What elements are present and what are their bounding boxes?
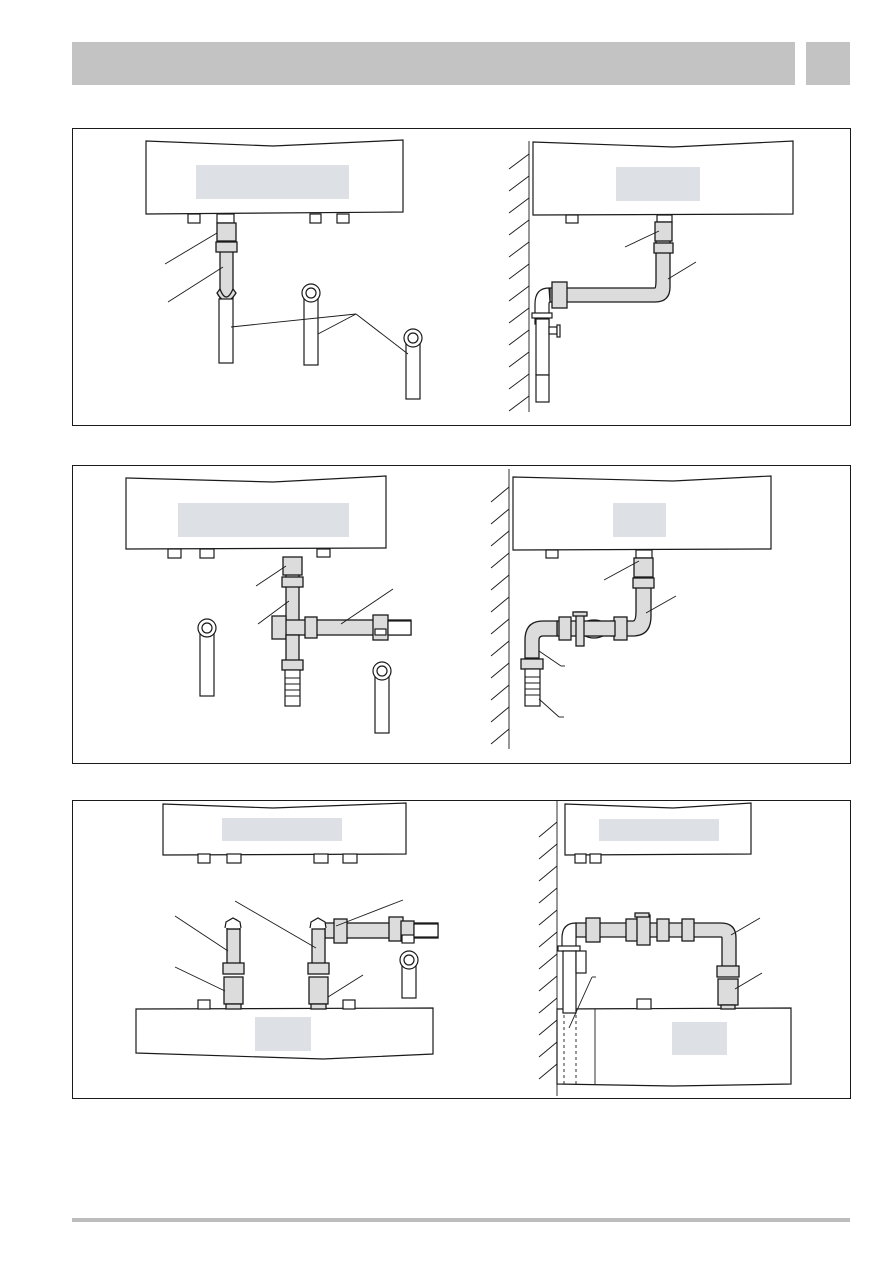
leader-line xyxy=(164,232,218,265)
leader-line xyxy=(603,560,640,581)
rating-plate-2 xyxy=(672,1022,727,1055)
wall-hatching xyxy=(538,821,558,1080)
leader-line xyxy=(317,313,357,335)
leader-line xyxy=(174,915,229,952)
siphon-elbow xyxy=(524,620,558,659)
drain-pipe xyxy=(199,631,215,697)
rating-plate xyxy=(196,165,349,199)
tee-down-pipe xyxy=(285,634,300,664)
leader-line xyxy=(174,966,226,992)
rating-plate xyxy=(222,818,342,841)
union-nut xyxy=(216,222,237,242)
figure-under-sink-drain xyxy=(145,139,423,400)
leader-line xyxy=(234,900,317,949)
drain-pipe xyxy=(218,298,234,364)
leader-line xyxy=(257,600,290,625)
waste-socket xyxy=(284,669,301,707)
installation-panel-1 xyxy=(72,128,851,426)
rating-plate xyxy=(613,503,666,537)
union-nut xyxy=(223,976,244,1005)
page-header-bar xyxy=(72,42,795,85)
page-tab xyxy=(806,42,850,85)
installation-panel-2 xyxy=(72,465,851,764)
hose-bend xyxy=(216,287,237,302)
figure-tee-drain xyxy=(125,475,412,734)
leader-line xyxy=(340,588,394,625)
rating-plate xyxy=(178,503,349,537)
waste-socket xyxy=(524,668,541,707)
union-nut xyxy=(654,221,673,242)
leader-line xyxy=(327,974,364,998)
wall-hatching xyxy=(490,486,510,745)
rating-plate xyxy=(616,167,700,201)
figure-wall-drain xyxy=(508,140,794,412)
leader-line xyxy=(355,313,409,355)
page-footer-bar xyxy=(72,1218,850,1222)
siphon-pipe xyxy=(535,318,550,376)
rating-plate-2 xyxy=(255,1017,311,1051)
siphon-pipe xyxy=(562,950,577,1014)
drain-pipe-2 xyxy=(374,672,390,734)
leader-line xyxy=(230,313,357,328)
tee-outlet xyxy=(413,923,439,938)
tee-outlet xyxy=(387,620,412,636)
figure-stacked-siphon xyxy=(538,801,792,1096)
wall-hatching xyxy=(508,153,530,412)
leader-line xyxy=(335,899,404,927)
leader-line xyxy=(255,565,287,587)
figure-siphon-wall xyxy=(490,469,772,749)
union-nut xyxy=(633,557,654,578)
leader-line xyxy=(538,650,562,667)
waste-pipe xyxy=(535,374,550,403)
leader-line xyxy=(730,917,761,936)
leader-line xyxy=(645,595,677,614)
leader-line xyxy=(167,266,224,303)
drain-pipe-3 xyxy=(405,338,421,400)
figure-stacked-drain xyxy=(135,802,439,1060)
rating-plate xyxy=(599,819,719,841)
leader-line xyxy=(734,972,763,990)
drain-pipe-2 xyxy=(303,296,319,366)
leader-line xyxy=(667,261,697,280)
union-nut-2 xyxy=(308,976,329,1005)
installation-panel-3 xyxy=(72,800,851,1099)
drain-hose xyxy=(549,238,671,303)
union-nut xyxy=(282,556,303,576)
leader-line xyxy=(538,698,560,718)
union-nut xyxy=(717,978,739,1006)
leader-line xyxy=(568,976,593,1029)
leader-line xyxy=(624,230,660,248)
